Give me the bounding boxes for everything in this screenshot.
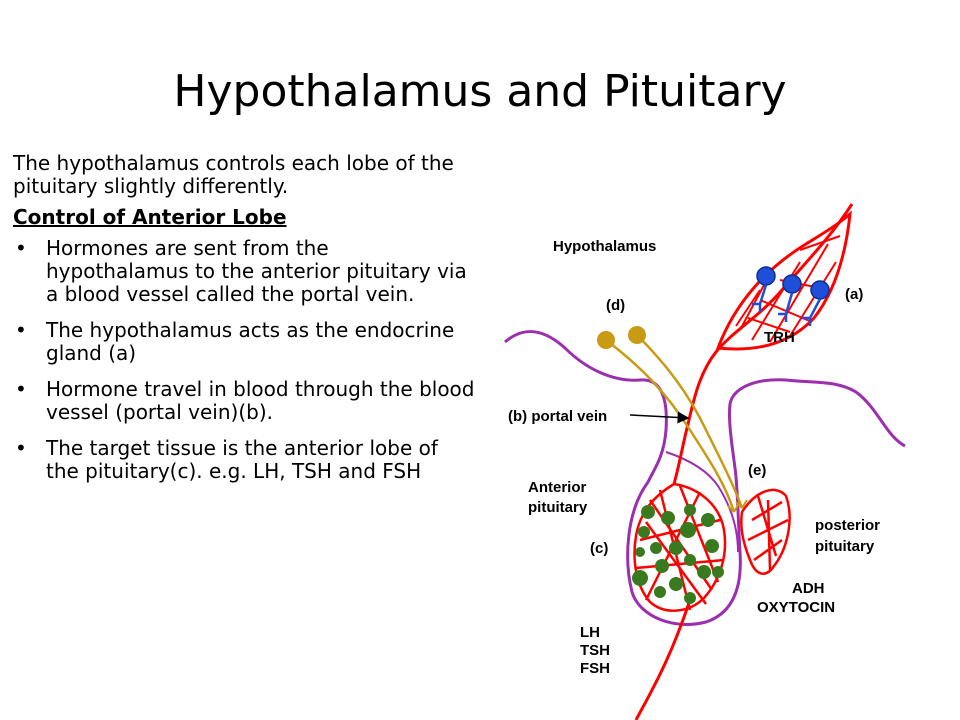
anterior-hormone-cells [632, 504, 724, 604]
posterior-capillary-tuft [740, 488, 791, 575]
portal-vein-label: (b) portal vein [508, 408, 607, 425]
slide-body: The hypothalamus controls each lobe of t… [13, 152, 475, 496]
bullet-text: Hormones are sent from the hypothalamus … [46, 236, 467, 306]
label-a: (a) [845, 286, 863, 303]
posterior-label-2: pituitary [815, 538, 875, 555]
bullet-item: • Hormones are sent from the hypothalamus… [13, 237, 475, 306]
anterior-label-1: Anterior [528, 479, 587, 496]
slide-title: Hypothalamus and Pituitary [173, 66, 787, 117]
lh-label: LH [580, 624, 600, 641]
label-e: (e) [748, 462, 766, 479]
label-c: (c) [590, 540, 608, 557]
outflow-vessel [634, 599, 692, 720]
subheading: Control of Anterior Lobe [13, 205, 287, 229]
anterior-inner-outline [665, 451, 739, 553]
trh-label: TRH [764, 329, 795, 346]
oxytocin-label: OXYTOCIN [757, 599, 835, 616]
posterior-label-1: posterior [815, 517, 880, 534]
bullet-text: The target tissue is the anterior lobe o… [46, 436, 438, 483]
bullet-dot-icon: • [15, 318, 27, 342]
bullet-text: Hormone travel in blood through the bloo… [46, 377, 475, 424]
anterior-label-2: pituitary [528, 499, 588, 516]
portal-vein-vessel [672, 203, 854, 485]
hypothalamus-label: Hypothalamus [553, 238, 656, 255]
intro-text: The hypothalamus controls each lobe of t… [13, 151, 454, 198]
adh-label: ADH [792, 580, 825, 597]
fsh-label: FSH [580, 660, 610, 677]
neurosecretory-neurons [597, 326, 748, 513]
bullet-dot-icon: • [15, 236, 27, 260]
bullet-dot-icon: • [15, 436, 27, 460]
tsh-label: TSH [580, 642, 610, 659]
bullet-dot-icon: • [15, 377, 27, 401]
trh-neurons [752, 266, 830, 326]
bullet-item: • Hormone travel in blood through the blo… [13, 378, 475, 424]
bullet-text: The hypothalamus acts as the endocrine g… [46, 318, 455, 365]
label-d: (d) [606, 297, 625, 314]
bullet-item: • The hypothalamus acts as the endocrine … [13, 319, 475, 365]
portal-vein-arrow [629, 411, 690, 424]
bullet-item: • The target tissue is the anterior lobe … [13, 437, 475, 483]
bullet-list: • Hormones are sent from the hypothalamus… [13, 237, 475, 483]
brain-outline [504, 330, 906, 626]
